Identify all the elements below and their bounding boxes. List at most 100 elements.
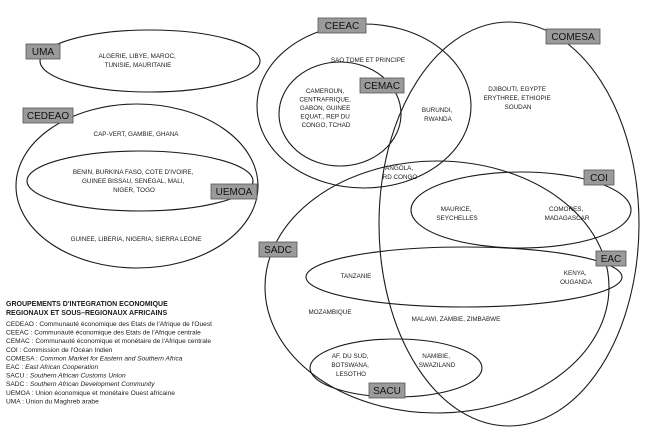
cedeao-ellipse xyxy=(15,103,259,269)
country-line: LESOTHO xyxy=(336,371,366,378)
legend-item-text: Southern African Customs Union xyxy=(30,373,126,380)
tag-sadc: SADC xyxy=(258,241,298,258)
country-line: CENTRAFRIQUE, xyxy=(299,97,351,104)
country-line: SWAZILAND xyxy=(419,362,456,369)
countries-cemac: CAMEROUN, CENTRAFRIQUE, GABON, GUINEE EQ… xyxy=(299,88,352,129)
tag-cedeao-label: CEDEAO xyxy=(27,111,69,122)
country-line: ALGERIE, LIBYE, MAROC, xyxy=(98,53,176,60)
tag-comesa: COMESA xyxy=(545,28,601,45)
countries-mozambique: MOZAMBIQUE xyxy=(308,309,351,316)
legend-item: EAC : East African Cooperation xyxy=(6,364,98,371)
legend-item-separator: : xyxy=(24,381,30,388)
legend-item-abbr: SACU xyxy=(6,373,25,380)
tag-cedeao: CEDEAO xyxy=(22,107,74,124)
countries-namibie: NAMIBIE, SWAZILAND xyxy=(419,353,456,369)
country-line: RWANDA xyxy=(424,116,452,123)
legend-item-separator: : xyxy=(30,390,36,397)
legend-item-separator: : xyxy=(29,330,35,337)
uemoa-ellipse xyxy=(26,150,254,212)
legend-item-abbr: CEEAC xyxy=(6,330,29,337)
country-line: GABON, GUINEE xyxy=(300,105,350,112)
tag-comesa-label: COMESA xyxy=(551,32,595,43)
legend-item-text: Communauté économique des Etats de l'Afr… xyxy=(34,330,201,337)
legend-item-separator: : xyxy=(34,355,40,362)
tag-ceeac-label: CEEAC xyxy=(325,21,359,32)
legend-title: GROUPEMENTS D'INTEGRATION ECONOMIQUE REG… xyxy=(6,301,170,317)
country-line: EQUAT., REP DU xyxy=(300,114,350,121)
country-line: AF. DU SUD, xyxy=(332,353,369,360)
country-line: BENIN, BURKINA FASO, COTE D'IVOIRE, xyxy=(73,169,194,176)
uma-ellipse xyxy=(39,29,261,93)
legend-item: COMESA : Common Market for Eastern and S… xyxy=(6,355,183,362)
legend-item: CEDEAO : Communauté économique des Etats… xyxy=(6,321,212,328)
legend-item: UEMOA : Union économique et monétaire Ou… xyxy=(6,390,175,397)
tag-sadc-label: SADC xyxy=(264,245,292,256)
country-line: SOUDAN xyxy=(505,104,532,111)
legend-item-text: Commission de l'Océan Indien xyxy=(23,347,113,354)
country-line: ERYTHREE, ETHIOPIE xyxy=(484,95,551,102)
tag-coi-label: COI xyxy=(590,173,608,184)
country-line: CAP-VERT, GAMBIE, GHANA xyxy=(94,131,180,138)
country-line: MAURICE, xyxy=(441,206,472,213)
country-line: NIGER, TOGO xyxy=(113,187,155,194)
eac-ellipse xyxy=(305,246,623,308)
legend-item-separator: : xyxy=(30,338,36,345)
countries-angola: ANGOLA, RD CONGO xyxy=(383,165,418,181)
country-line: RD CONGO xyxy=(383,174,418,181)
legend-item-text: Communauté économique et monétaire de l'… xyxy=(35,338,211,345)
tag-cemac: CEMAC xyxy=(359,77,405,94)
cemac-ellipse xyxy=(278,61,402,167)
countries-djibouti: DJIBOUTI, EGYPTE ERYTHREE, ETHIOPIE SOUD… xyxy=(484,86,553,111)
legend: GROUPEMENTS D'INTEGRATION ECONOMIQUE REG… xyxy=(6,301,212,405)
country-line: DJIBOUTI, EGYPTE xyxy=(488,86,546,93)
legend-item: CEEAC : Communauté économique des Etats … xyxy=(6,330,201,337)
country-line: MADAGASCAR xyxy=(545,215,590,222)
legend-item-abbr: UMA xyxy=(6,398,21,405)
country-line: TANZANIE xyxy=(341,273,372,280)
legend-item-abbr: SADC xyxy=(6,381,25,388)
ceeac-ellipse xyxy=(256,23,472,189)
legend-item-text: East African Cooperation xyxy=(25,364,98,371)
legend-item-abbr: EAC xyxy=(6,364,20,371)
legend-item-abbr: COI xyxy=(6,347,18,354)
legend-item-text: Union économique et monétaire Ouest afri… xyxy=(35,390,175,397)
country-line: MOZAMBIQUE xyxy=(308,309,351,316)
sadc-ellipse xyxy=(264,160,610,414)
country-line: SAO TOME ET PRINCIPE xyxy=(331,57,405,64)
coi-ellipse xyxy=(410,171,632,249)
countries-uemoa: BENIN, BURKINA FASO, COTE D'IVOIRE, GUIN… xyxy=(73,169,195,194)
legend-item-text: Southern African Development Community xyxy=(30,381,155,388)
legend-item-text: Common Market for Eastern and Southern A… xyxy=(40,355,183,362)
countries-sao-tome: SAO TOME ET PRINCIPE xyxy=(331,57,405,64)
legend-item-abbr: CEDEAO xyxy=(6,321,34,328)
legend-item-separator: : xyxy=(34,321,40,328)
legend-item-separator: : xyxy=(20,398,26,405)
country-line: BOTSWANA, xyxy=(331,362,369,369)
legend-item: SADC : Southern African Development Comm… xyxy=(6,381,155,388)
countries-tanzanie: TANZANIE xyxy=(341,273,372,280)
country-line: BURUNDI, xyxy=(422,107,453,114)
countries-maurice: MAURICE, SEYCHELLES xyxy=(436,206,477,222)
countries-malawi: MALAWI, ZAMBIE, ZIMBABWE xyxy=(412,316,501,323)
legend-item-separator: : xyxy=(20,364,26,371)
country-line: TUNISIE, MAURITANIE xyxy=(105,62,172,69)
tag-eac-label: EAC xyxy=(601,254,622,265)
countries-uma: ALGERIE, LIBYE, MAROC, TUNISIE, MAURITAN… xyxy=(98,53,177,69)
country-line: CAMEROUN, xyxy=(306,88,345,95)
comesa-ellipse xyxy=(378,21,640,427)
tag-cemac-label: CEMAC xyxy=(364,81,400,92)
country-line: CONGO, TCHAD xyxy=(302,122,351,129)
legend-item-abbr: CEMAC xyxy=(6,338,30,345)
tag-uemoa: UEMOA xyxy=(210,183,258,200)
country-line: MALAWI, ZAMBIE, ZIMBABWE xyxy=(412,316,501,323)
legend-item-separator: : xyxy=(18,347,24,354)
country-line: NAMIBIE, xyxy=(422,353,450,360)
legend-title-line: REGIONAUX ET SOUS–REGIONAUX AFRICAINS xyxy=(6,310,167,317)
countries-afsud: AF. DU SUD, BOTSWANA, LESOTHO xyxy=(331,353,370,378)
country-line: ANGOLA, xyxy=(385,165,413,172)
countries-comores: COMORES, MADAGASCAR xyxy=(545,206,590,222)
legend-title-line: GROUPEMENTS D'INTEGRATION ECONOMIQUE xyxy=(6,301,168,308)
legend-item: SACU : Southern African Customs Union xyxy=(6,373,126,380)
legend-item-separator: : xyxy=(24,373,30,380)
